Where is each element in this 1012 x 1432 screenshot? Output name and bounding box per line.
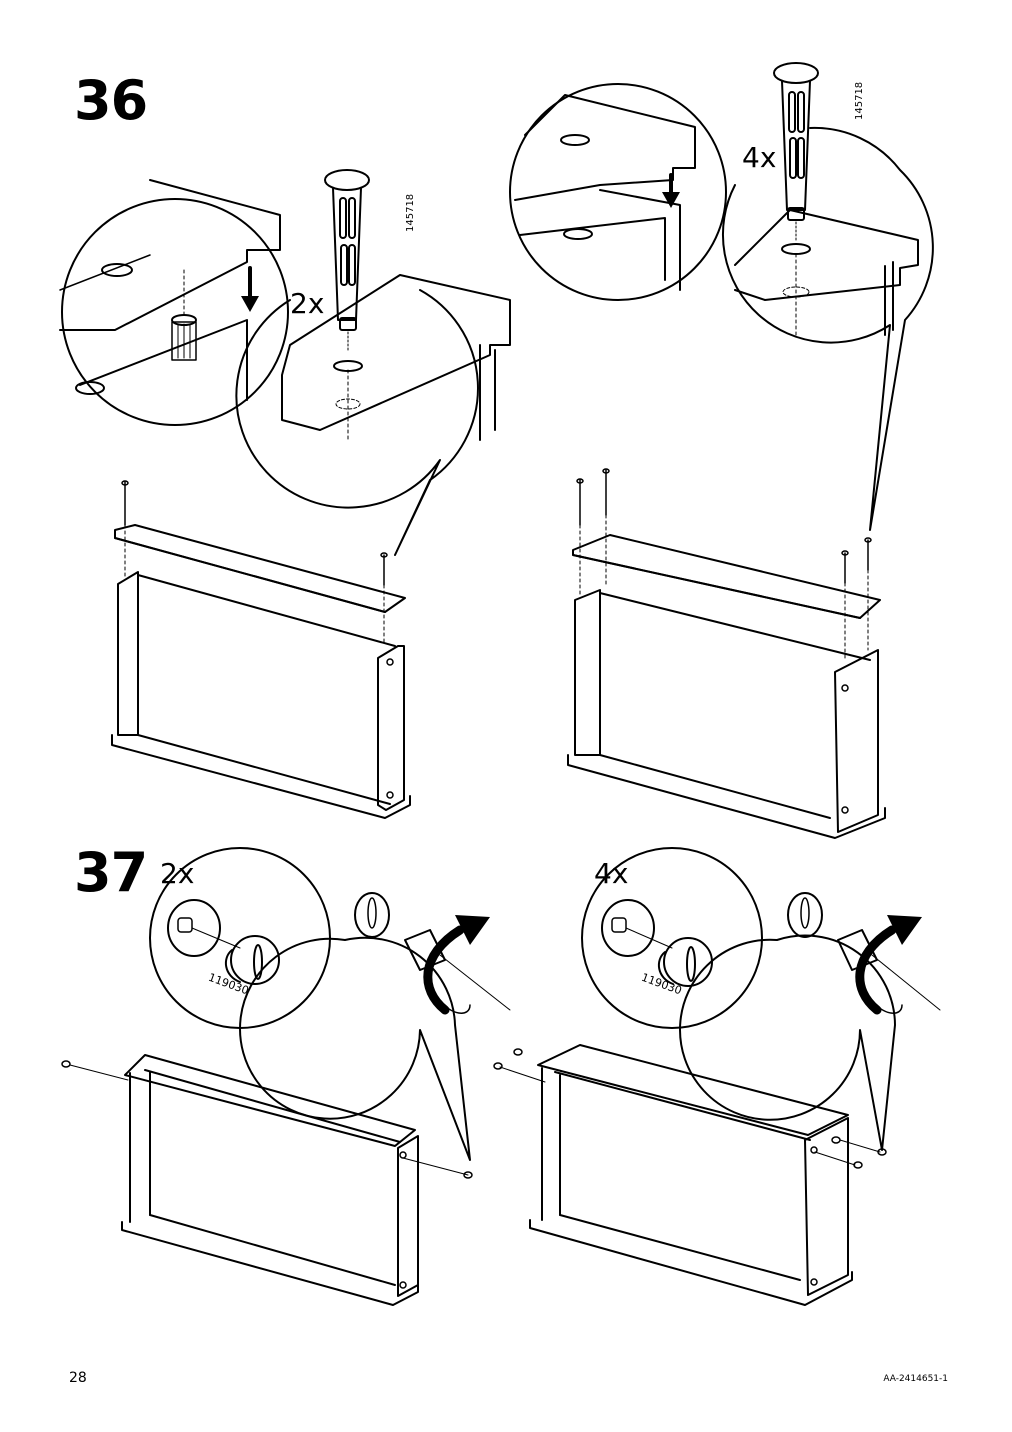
dowel-pin-icon bbox=[576, 468, 872, 661]
quantity-label: 4x bbox=[594, 857, 629, 890]
step36-left-detail-circle bbox=[59, 179, 289, 426]
step37-right-turn-circle bbox=[679, 892, 941, 1151]
quantity-label: 4x bbox=[742, 141, 777, 174]
page-number: 28 bbox=[69, 1370, 87, 1386]
rotate-arrow-icon bbox=[423, 915, 490, 1015]
document-code: AA-2414651-1 bbox=[883, 1374, 948, 1384]
step37-right-cam-circle bbox=[581, 847, 763, 1029]
part-number-label: 145718 bbox=[854, 82, 865, 120]
down-arrow-icon bbox=[662, 173, 680, 208]
quantity-label: 2x bbox=[160, 857, 195, 890]
step36-right-detail-circle bbox=[509, 83, 727, 301]
step37-right-cabinet bbox=[493, 1044, 887, 1306]
step36-right-hammer-circle bbox=[721, 126, 934, 531]
hammer-tool-icon bbox=[324, 169, 370, 351]
step-number: 36 bbox=[74, 69, 148, 132]
step36-right-cabinet bbox=[567, 534, 886, 839]
hammer-tool-icon bbox=[773, 62, 819, 241]
quantity-label: 2x bbox=[290, 287, 325, 320]
step37-left-cabinet bbox=[61, 1054, 473, 1306]
down-arrow-icon bbox=[241, 266, 259, 312]
step-number: 37 bbox=[74, 841, 148, 904]
cam-lock-icon bbox=[224, 935, 280, 985]
part-number-label: 145718 bbox=[405, 194, 416, 232]
dowel-pin-icon bbox=[121, 480, 388, 646]
step36-left-hammer-circle bbox=[235, 274, 511, 556]
step36-left-cabinet bbox=[111, 524, 411, 819]
rotate-arrow-icon bbox=[855, 915, 922, 1015]
